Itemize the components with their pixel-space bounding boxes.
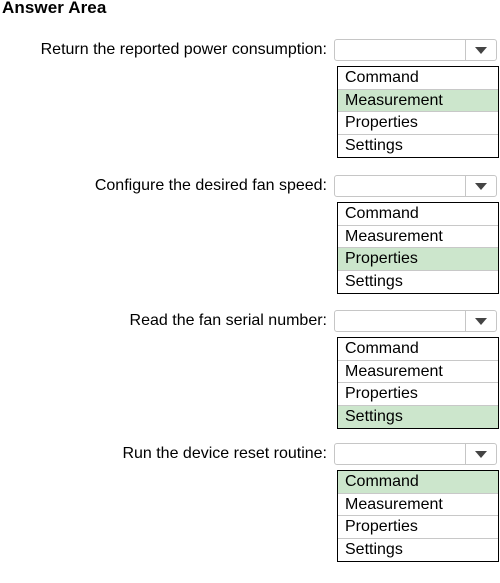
options-list: Command Measurement Properties Settings	[337, 337, 499, 429]
option-settings[interactable]: Settings	[345, 136, 403, 154]
question-label: Configure the desired fan speed:	[94, 177, 327, 194]
options-list: Command Measurement Properties Settings	[337, 66, 499, 158]
options-list: Command Measurement Properties Settings	[337, 202, 499, 294]
option-properties[interactable]: Properties	[338, 383, 498, 406]
question-label: Read the fan serial number:	[129, 312, 327, 329]
question-1: Return the reported power consumption: C…	[0, 39, 500, 179]
option-command[interactable]: Command	[338, 471, 498, 494]
question-2: Configure the desired fan speed: Command…	[0, 175, 500, 315]
option-properties[interactable]: Properties	[338, 112, 498, 135]
answer-dropdown[interactable]	[334, 443, 497, 465]
question-label: Return the reported power consumption:	[40, 41, 327, 58]
chevron-down-icon	[475, 46, 487, 54]
options-list: Command Measurement Properties Settings	[337, 470, 499, 562]
chevron-down-icon	[475, 182, 487, 190]
option-measurement[interactable]: Measurement	[338, 494, 498, 516]
answer-dropdown[interactable]	[334, 175, 497, 197]
chevron-down-icon	[475, 317, 487, 325]
option-properties[interactable]: Properties	[338, 516, 498, 539]
page-title: Answer Area	[2, 0, 107, 17]
option-settings[interactable]: Settings	[345, 272, 403, 290]
dropdown-toggle-button[interactable]	[465, 444, 496, 464]
option-settings[interactable]: Settings	[345, 540, 403, 558]
option-measurement[interactable]: Measurement	[338, 361, 498, 383]
dropdown-toggle-button[interactable]	[465, 176, 496, 196]
dropdown-toggle-button[interactable]	[465, 311, 496, 331]
option-command[interactable]: Command	[338, 203, 498, 226]
option-settings[interactable]: Settings	[338, 405, 498, 428]
dropdown-toggle-button[interactable]	[465, 40, 496, 60]
option-command[interactable]: Command	[338, 67, 498, 90]
option-command[interactable]: Command	[338, 338, 498, 361]
question-4: Run the device reset routine: Command Me…	[0, 443, 500, 583]
question-label: Run the device reset routine:	[122, 445, 327, 462]
option-properties[interactable]: Properties	[338, 248, 498, 271]
question-3: Read the fan serial number: Command Meas…	[0, 310, 500, 450]
chevron-down-icon	[475, 450, 487, 458]
answer-dropdown[interactable]	[334, 310, 497, 332]
option-measurement[interactable]: Measurement	[338, 226, 498, 248]
option-measurement[interactable]: Measurement	[338, 89, 498, 112]
answer-dropdown[interactable]	[334, 39, 497, 61]
